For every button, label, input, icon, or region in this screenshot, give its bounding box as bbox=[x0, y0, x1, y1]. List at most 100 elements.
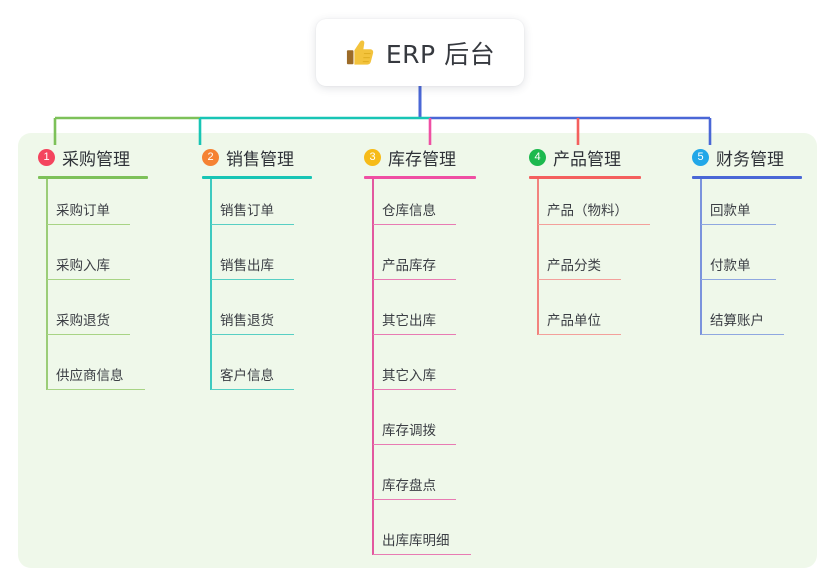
menu-item-rule bbox=[373, 224, 456, 226]
menu-item-label: 销售退货 bbox=[220, 313, 274, 329]
column-header-rule bbox=[38, 176, 148, 179]
menu-item-rule bbox=[538, 224, 650, 226]
menu-item-label: 销售出库 bbox=[220, 258, 274, 274]
menu-item-rule bbox=[373, 279, 456, 281]
column-title: 采购管理 bbox=[62, 150, 130, 170]
menu-item-label: 其它出库 bbox=[382, 313, 436, 329]
menu-item[interactable]: 采购退货 bbox=[38, 289, 148, 344]
column-spine bbox=[210, 179, 212, 390]
column-header-rule bbox=[202, 176, 312, 179]
thumbs-up-icon bbox=[345, 39, 375, 67]
menu-item[interactable]: 产品单位 bbox=[529, 289, 641, 344]
column-header[interactable]: 3 库存管理 bbox=[364, 145, 476, 170]
menu-item-label: 其它入库 bbox=[382, 368, 436, 384]
column-spine bbox=[372, 179, 374, 555]
column-items: 采购订单采购入库采购退货供应商信息 bbox=[38, 179, 148, 399]
column-header-rule bbox=[364, 176, 476, 179]
menu-item-rule bbox=[211, 389, 294, 391]
menu-item-rule bbox=[47, 334, 130, 336]
menu-item-rule bbox=[47, 389, 145, 391]
menu-item[interactable]: 付款单 bbox=[692, 234, 802, 289]
menu-item-rule bbox=[701, 334, 784, 336]
menu-item[interactable]: 采购订单 bbox=[38, 179, 148, 234]
menu-item[interactable]: 采购入库 bbox=[38, 234, 148, 289]
menu-item-label: 产品分类 bbox=[547, 258, 601, 274]
column-spine bbox=[700, 179, 702, 335]
column-title: 库存管理 bbox=[388, 150, 456, 170]
menu-item-rule bbox=[538, 279, 621, 281]
menu-item-rule bbox=[701, 224, 776, 226]
column-销售管理: 2 销售管理销售订单销售出库销售退货客户信息 bbox=[202, 145, 312, 399]
menu-item-label: 客户信息 bbox=[220, 368, 274, 384]
column-采购管理: 1 采购管理采购订单采购入库采购退货供应商信息 bbox=[38, 145, 148, 399]
menu-item[interactable]: 产品（物料） bbox=[529, 179, 650, 234]
menu-item-rule bbox=[373, 444, 456, 446]
menu-item-rule bbox=[47, 224, 130, 226]
root-node[interactable]: ERP 后台 bbox=[316, 19, 524, 86]
menu-item-label: 回款单 bbox=[710, 203, 751, 219]
column-header-rule bbox=[529, 176, 641, 179]
menu-item-rule bbox=[211, 334, 294, 336]
menu-item-label: 付款单 bbox=[710, 258, 751, 274]
menu-item-label: 仓库信息 bbox=[382, 203, 436, 219]
menu-item[interactable]: 库存调拨 bbox=[364, 399, 476, 454]
root-title: ERP 后台 bbox=[385, 39, 496, 69]
menu-item-rule bbox=[373, 334, 456, 336]
menu-item[interactable]: 其它出库 bbox=[364, 289, 476, 344]
menu-item[interactable]: 产品库存 bbox=[364, 234, 476, 289]
menu-item-label: 采购退货 bbox=[56, 313, 110, 329]
column-header-rule bbox=[692, 176, 802, 179]
column-index-badge: 5 bbox=[692, 149, 709, 166]
menu-item[interactable]: 客户信息 bbox=[202, 344, 312, 399]
menu-item-label: 产品（物料） bbox=[547, 203, 628, 219]
content-panel bbox=[18, 133, 817, 568]
menu-item-label: 库存调拨 bbox=[382, 423, 436, 439]
column-财务管理: 5 财务管理回款单付款单结算账户 bbox=[692, 145, 802, 344]
column-title: 产品管理 bbox=[553, 150, 621, 170]
menu-item-label: 库存盘点 bbox=[382, 478, 436, 494]
menu-item-rule bbox=[538, 334, 621, 336]
menu-item-label: 产品库存 bbox=[382, 258, 436, 274]
menu-item-rule bbox=[211, 279, 294, 281]
menu-item-label: 采购订单 bbox=[56, 203, 110, 219]
menu-item-label: 销售订单 bbox=[220, 203, 274, 219]
menu-item-rule bbox=[373, 389, 456, 391]
menu-item-rule bbox=[373, 554, 471, 556]
column-index-badge: 2 bbox=[202, 149, 219, 166]
menu-item[interactable]: 销售退货 bbox=[202, 289, 312, 344]
column-header[interactable]: 1 采购管理 bbox=[38, 145, 148, 170]
menu-item[interactable]: 其它入库 bbox=[364, 344, 476, 399]
menu-item-label: 出库库明细 bbox=[382, 533, 450, 549]
column-index-badge: 3 bbox=[364, 149, 381, 166]
column-index-badge: 4 bbox=[529, 149, 546, 166]
menu-item[interactable]: 销售出库 bbox=[202, 234, 312, 289]
column-header[interactable]: 4 产品管理 bbox=[529, 145, 641, 170]
column-spine bbox=[46, 179, 48, 390]
column-items: 仓库信息产品库存其它出库其它入库库存调拨库存盘点出库库明细 bbox=[364, 179, 476, 564]
menu-item[interactable]: 销售订单 bbox=[202, 179, 312, 234]
menu-item-rule bbox=[211, 224, 294, 226]
column-title: 销售管理 bbox=[226, 150, 294, 170]
menu-item-label: 产品单位 bbox=[547, 313, 601, 329]
menu-item[interactable]: 仓库信息 bbox=[364, 179, 476, 234]
column-header[interactable]: 2 销售管理 bbox=[202, 145, 312, 170]
menu-item[interactable]: 供应商信息 bbox=[38, 344, 148, 399]
column-spine bbox=[537, 179, 539, 335]
column-产品管理: 4 产品管理产品（物料） 产品分类产品单位 bbox=[529, 145, 650, 344]
menu-item[interactable]: 库存盘点 bbox=[364, 454, 476, 509]
menu-item[interactable]: 出库库明细 bbox=[364, 509, 476, 564]
column-index-badge: 1 bbox=[38, 149, 55, 166]
menu-item[interactable]: 结算账户 bbox=[692, 289, 802, 344]
menu-item-rule bbox=[701, 279, 776, 281]
column-items: 产品（物料） 产品分类产品单位 bbox=[529, 179, 650, 344]
column-header[interactable]: 5 财务管理 bbox=[692, 145, 802, 170]
column-items: 回款单付款单结算账户 bbox=[692, 179, 802, 344]
menu-item[interactable]: 产品分类 bbox=[529, 234, 641, 289]
menu-item-label: 结算账户 bbox=[710, 313, 764, 329]
menu-item-rule bbox=[47, 279, 130, 281]
column-库存管理: 3 库存管理仓库信息产品库存其它出库其它入库库存调拨库存盘点出库库明细 bbox=[364, 145, 476, 564]
menu-item-label: 供应商信息 bbox=[56, 368, 124, 384]
menu-item[interactable]: 回款单 bbox=[692, 179, 802, 234]
column-title: 财务管理 bbox=[716, 150, 784, 170]
